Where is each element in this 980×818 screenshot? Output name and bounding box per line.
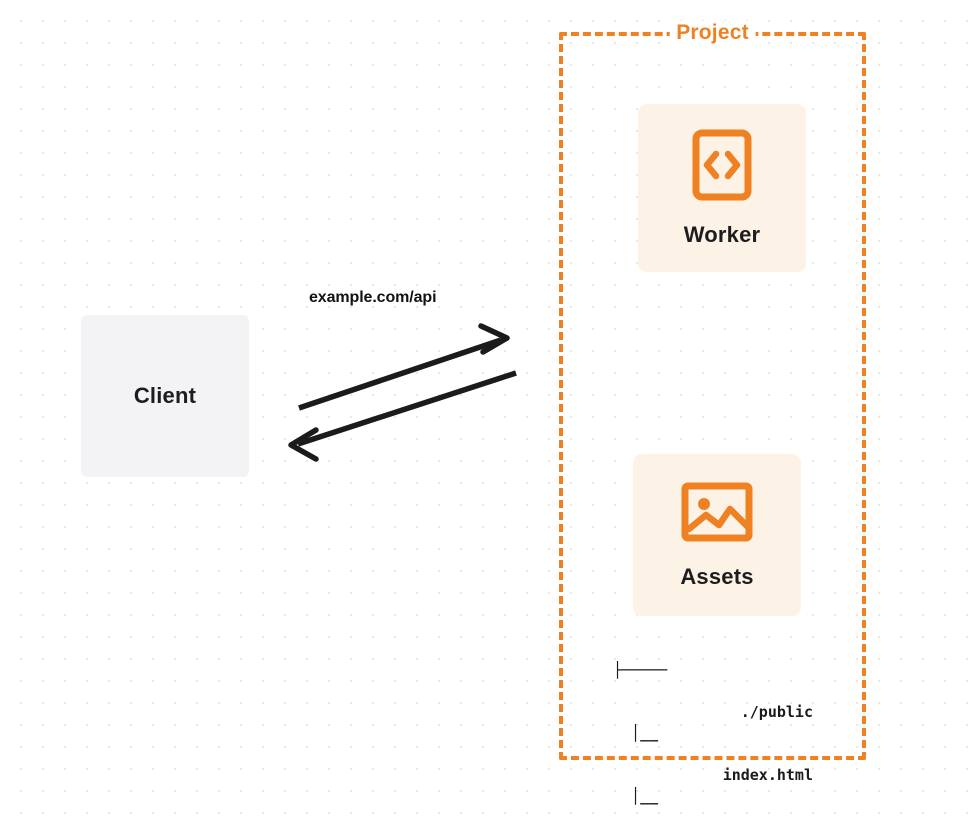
response-arrow [288, 370, 517, 462]
assets-card[interactable]: Assets [633, 454, 801, 616]
worker-card[interactable]: Worker [638, 104, 806, 272]
request-url-label: example.com/api [309, 289, 437, 306]
tree-row: │__ blog.html [613, 786, 813, 807]
tree-item-name: index.html [722, 766, 813, 784]
tree-row: │__ index.html [613, 723, 813, 784]
tree-branch-glyph: │__ [613, 724, 659, 742]
tree-item-name: ./public [740, 703, 813, 721]
tree-row: ├───── ./public [613, 660, 813, 721]
request-arrow [298, 323, 510, 411]
tree-branch-glyph: ├───── [613, 661, 668, 679]
client-label: Client [133, 383, 197, 408]
project-title: Project [669, 21, 756, 45]
worker-label: Worker [683, 221, 761, 247]
client-node[interactable]: Client [81, 315, 249, 477]
project-container: Project Worker Assets [559, 21, 866, 805]
code-brackets-icon [692, 129, 752, 206]
image-icon [681, 481, 753, 548]
assets-file-tree: ├───── ./public │__ index.html │__ blog.… [613, 618, 813, 818]
tree-branch-glyph: │__ [613, 787, 659, 805]
assets-label: Assets [680, 563, 754, 589]
